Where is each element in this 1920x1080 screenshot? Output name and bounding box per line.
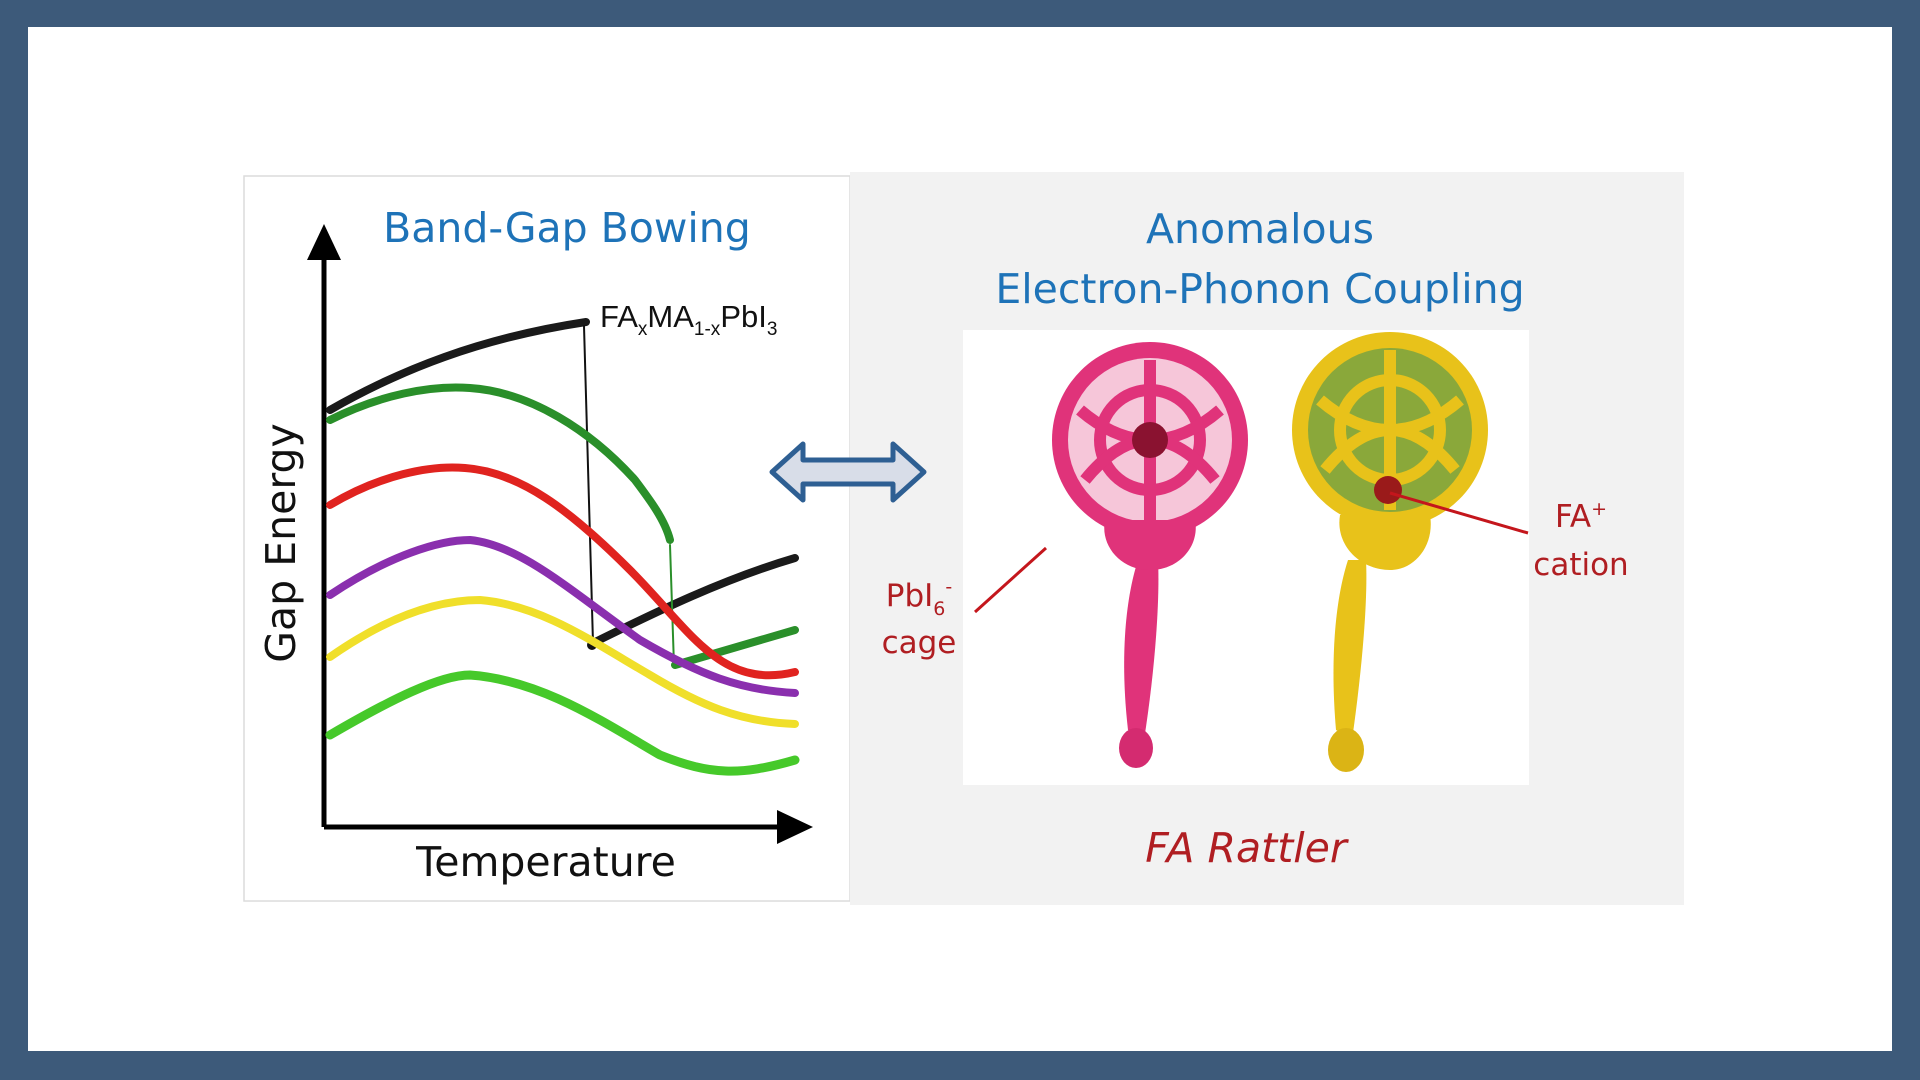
cation-label: FA+	[1555, 498, 1607, 535]
curve-light-green	[325, 670, 800, 776]
curves	[325, 318, 800, 776]
left-panel	[243, 175, 851, 902]
curve-black-high-temp	[589, 554, 799, 647]
left-panel-title: Band-Gap Bowing	[383, 204, 751, 252]
axes	[307, 224, 813, 844]
formula-label: FAxMA1-xPbI3	[600, 299, 777, 340]
transition-line-green	[669, 544, 675, 667]
yellow-rattle-icon	[1292, 332, 1488, 772]
double-headed-arrow-icon	[769, 441, 927, 503]
cation-label-line2: cation	[1533, 547, 1628, 583]
transition-line-black	[583, 325, 594, 644]
curve-black	[326, 318, 590, 414]
cage-label: PbI6-	[886, 576, 952, 620]
curve-purple	[326, 536, 799, 697]
pink-rattle-icon	[1052, 342, 1248, 768]
right-panel-title-line1: Anomalous	[1146, 205, 1374, 253]
y-axis-label: Gap Energy	[257, 423, 305, 663]
rattler-caption: FA Rattler	[1145, 824, 1349, 872]
x-axis-label: Temperature	[415, 838, 676, 886]
right-panel-title-line2: Electron-Phonon Coupling	[995, 265, 1524, 313]
curve-yellow	[326, 596, 799, 728]
curve-green	[326, 383, 674, 544]
curve-red	[326, 463, 799, 680]
cage-label-line2: cage	[882, 625, 957, 661]
cage-leader-line	[973, 546, 1048, 614]
cation-leader-line	[1389, 491, 1529, 535]
